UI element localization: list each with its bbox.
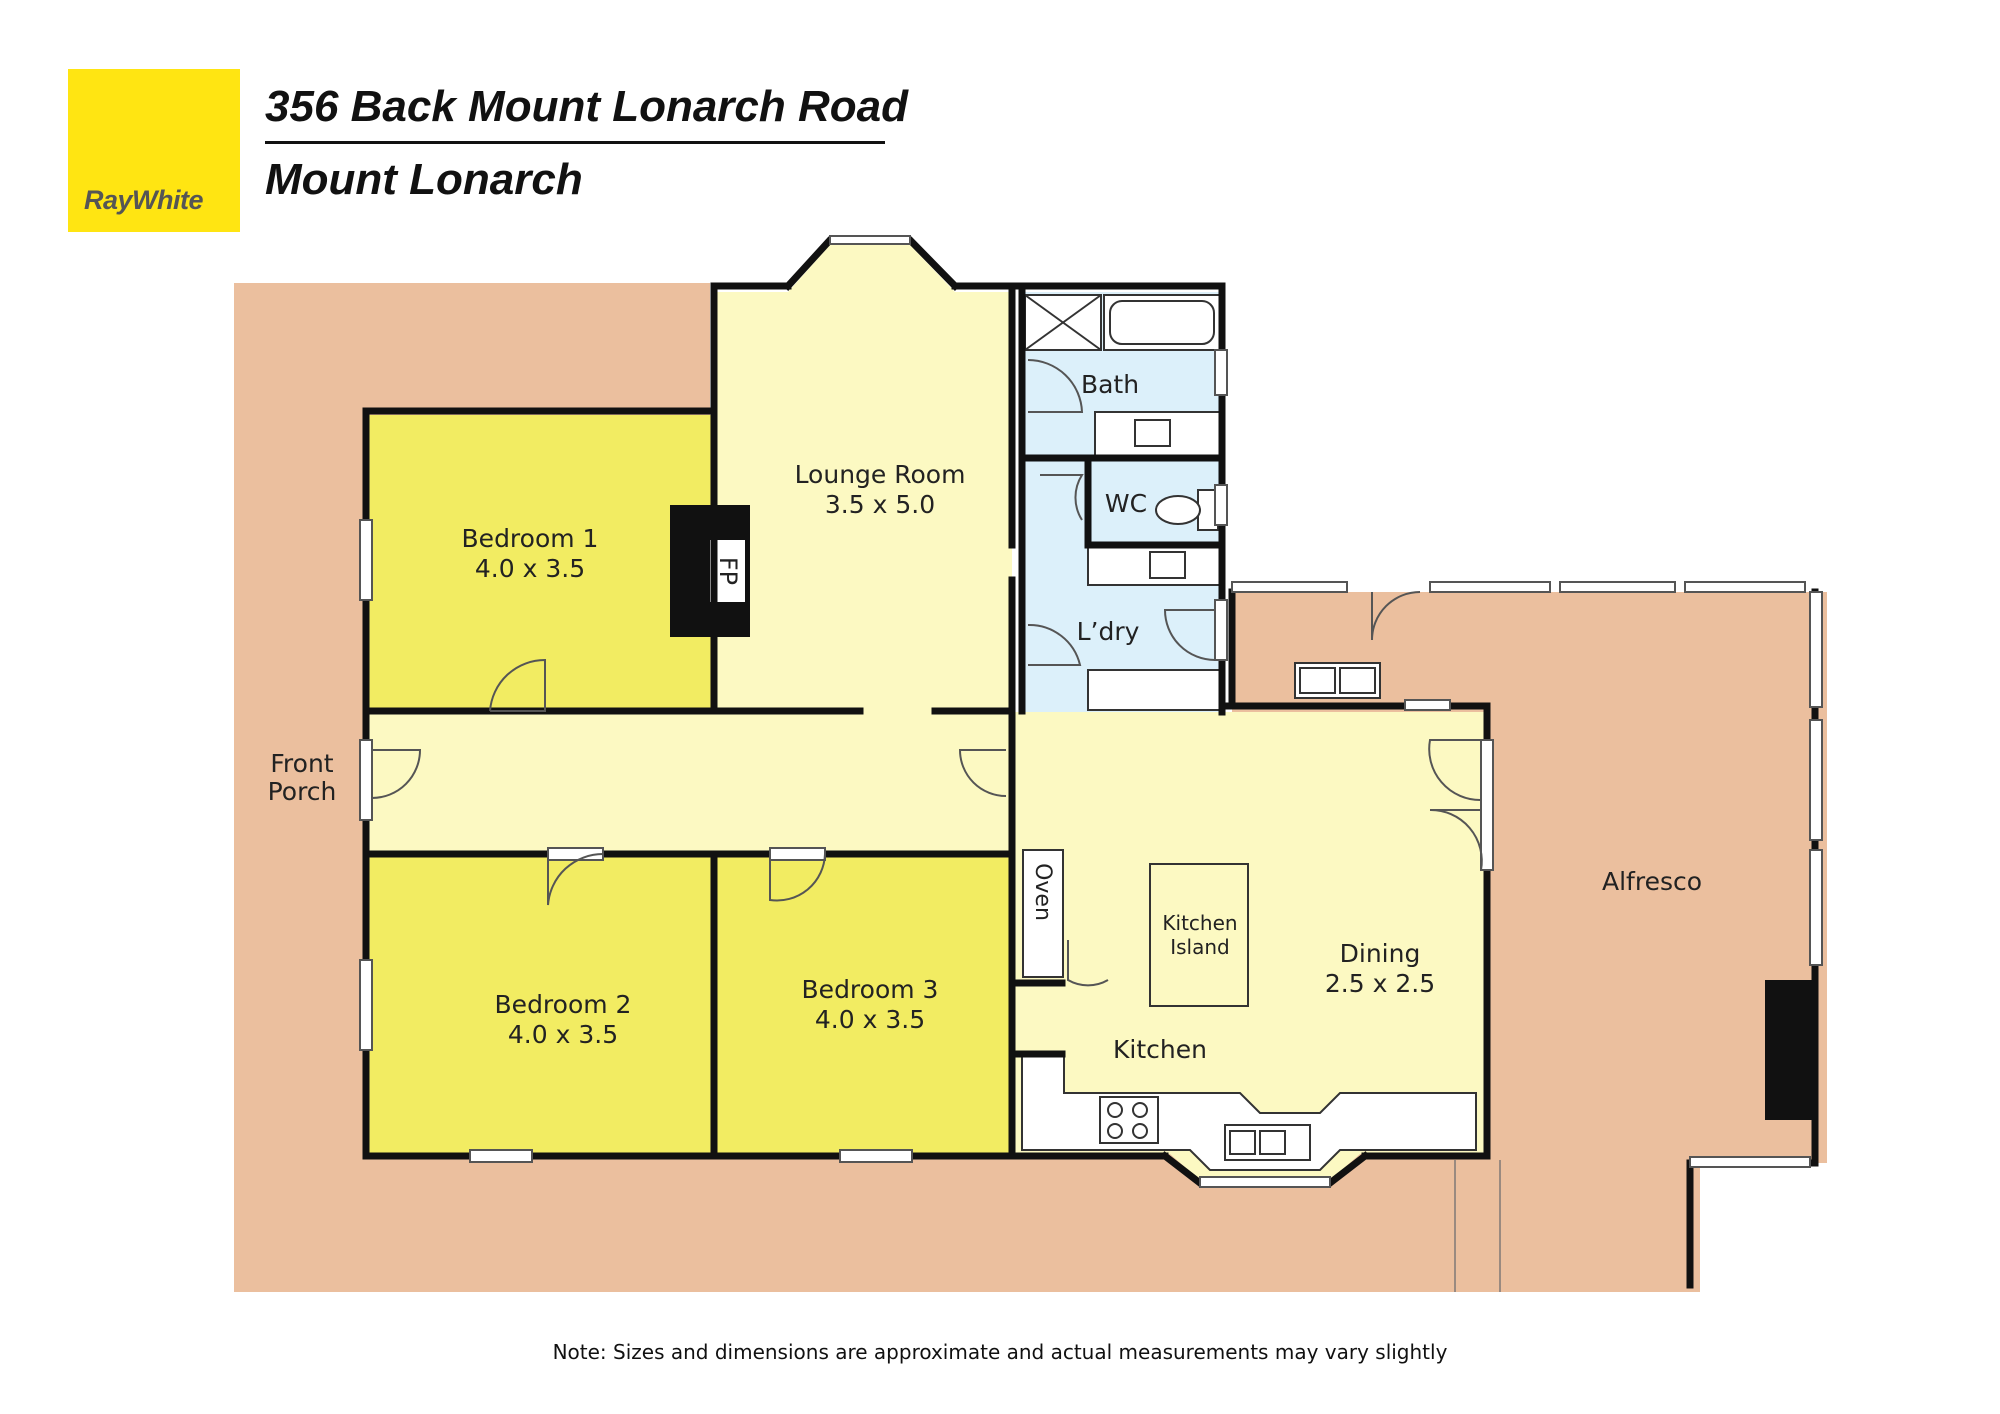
kitchen-name: Kitchen bbox=[1113, 1035, 1207, 1064]
bedroom-2-floor bbox=[366, 854, 714, 1154]
address-line-1: 356 Back Mount Lonarch Road bbox=[265, 82, 909, 131]
room-labels: Bedroom 1 4.0 x 3.5 Lounge Room 3.5 x 5.… bbox=[268, 370, 1702, 1064]
lounge-room-floor bbox=[714, 292, 1012, 711]
alfresco-fireplace bbox=[1765, 980, 1815, 1120]
lounge-bay-window bbox=[788, 245, 955, 292]
lounge-room-name: Lounge Room bbox=[795, 460, 966, 489]
kitchen-island-line-1: Kitchen bbox=[1162, 911, 1237, 935]
lounge-room-size: 3.5 x 5.0 bbox=[825, 490, 935, 519]
bedroom-2-name: Bedroom 2 bbox=[495, 990, 632, 1019]
deck-lines bbox=[1454, 1160, 1501, 1292]
wc-name: WC bbox=[1105, 489, 1147, 518]
cooktop bbox=[1099, 1096, 1159, 1144]
oven-unit bbox=[1022, 849, 1064, 978]
bedroom-1-size: 4.0 x 3.5 bbox=[475, 554, 585, 583]
front-porch-line-1: Front bbox=[270, 749, 333, 778]
oven-label: Oven bbox=[1030, 863, 1055, 921]
bedroom-3-name: Bedroom 3 bbox=[802, 975, 939, 1004]
rooms bbox=[366, 245, 1487, 1180]
laundry-cabinet bbox=[1087, 669, 1221, 711]
small-labels: Kitchen Island bbox=[1162, 911, 1237, 959]
fixtures bbox=[1021, 294, 1477, 1171]
dining-name: Dining bbox=[1340, 939, 1421, 968]
bedroom-1-name: Bedroom 1 bbox=[462, 524, 599, 553]
kitchen-dining-floor bbox=[1012, 712, 1487, 1154]
kitchen-island-bench bbox=[1149, 863, 1249, 1007]
laundry-name: L’dry bbox=[1077, 617, 1140, 646]
bedroom-2-size: 4.0 x 3.5 bbox=[508, 1020, 618, 1049]
title-underline bbox=[265, 141, 885, 144]
bedroom-3-floor bbox=[714, 854, 1012, 1154]
bedroom-3-size: 4.0 x 3.5 bbox=[815, 1005, 925, 1034]
door-swings bbox=[371, 359, 1483, 987]
fireplace-label: FP bbox=[714, 557, 742, 585]
toilet-bowl bbox=[1155, 495, 1201, 525]
alfresco-name: Alfresco bbox=[1602, 867, 1702, 896]
raywhite-logo: RayWhite bbox=[68, 69, 240, 232]
bath-name: Bath bbox=[1081, 370, 1139, 399]
bedroom-1-floor bbox=[366, 415, 714, 711]
kitchen-island-line-2: Island bbox=[1170, 935, 1230, 959]
disclaimer-note: Note: Sizes and dimensions are approxima… bbox=[552, 1340, 1448, 1364]
logo-text: RayWhite bbox=[84, 185, 204, 215]
front-porch-line-2: Porch bbox=[268, 777, 337, 806]
address-line-2: Mount Lonarch bbox=[265, 155, 583, 204]
dining-size: 2.5 x 2.5 bbox=[1325, 969, 1435, 998]
hallway-floor bbox=[366, 711, 1012, 854]
